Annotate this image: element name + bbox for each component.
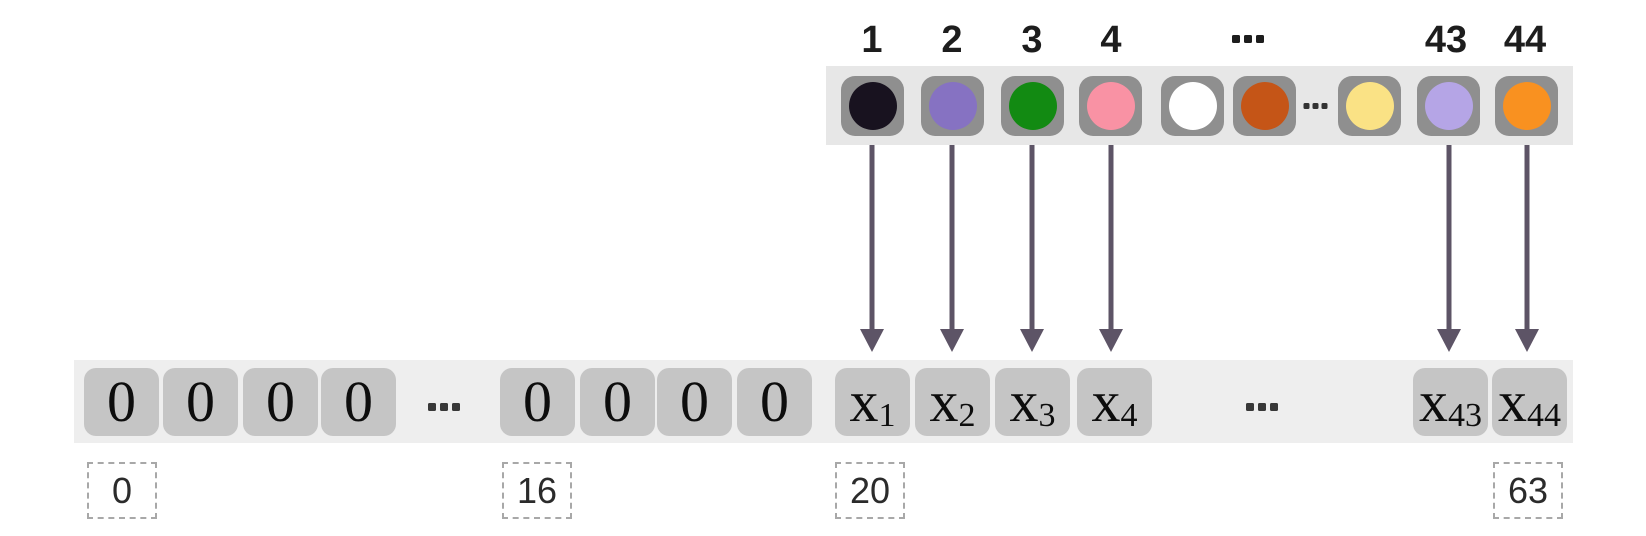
token-circle-yellow bbox=[1345, 82, 1394, 130]
token-circle-43 bbox=[1424, 82, 1473, 130]
index-marker-0: 0 bbox=[87, 462, 157, 519]
array-ellipsis-left bbox=[426, 403, 462, 411]
array-cell-zero-19: 0 bbox=[737, 368, 812, 436]
token-label-2: 2 bbox=[941, 19, 963, 61]
token-square-43 bbox=[1417, 76, 1480, 136]
token-circle-2 bbox=[928, 82, 977, 130]
token-label-43: 43 bbox=[1424, 19, 1468, 61]
index-marker-20: 20 bbox=[835, 462, 905, 519]
array-cell-zero-17: 0 bbox=[580, 368, 655, 436]
array-cell-zero-2: 0 bbox=[243, 368, 318, 436]
token-circle-3 bbox=[1008, 82, 1057, 130]
token-circle-4 bbox=[1086, 82, 1135, 130]
token-label-3: 3 bbox=[1021, 19, 1043, 61]
token-square-white bbox=[1161, 76, 1224, 136]
token-square-yellow bbox=[1338, 76, 1401, 136]
token-square-3 bbox=[1001, 76, 1064, 136]
token-labels-ellipsis bbox=[1230, 35, 1266, 43]
array-cell-zero-1: 0 bbox=[163, 368, 238, 436]
index-marker-63: 63 bbox=[1493, 462, 1563, 519]
array-ellipsis-right bbox=[1244, 403, 1280, 411]
token-square-1 bbox=[841, 76, 904, 136]
token-circle-1 bbox=[848, 82, 897, 130]
token-label-4: 4 bbox=[1100, 19, 1122, 61]
token-square-4 bbox=[1079, 76, 1142, 136]
array-cell-zero-0: 0 bbox=[84, 368, 159, 436]
token-square-44 bbox=[1495, 76, 1558, 136]
array-cell-zero-16: 0 bbox=[500, 368, 575, 436]
index-marker-16: 16 bbox=[502, 462, 572, 519]
token-square-2 bbox=[921, 76, 984, 136]
token-strip-ellipsis bbox=[1302, 103, 1329, 109]
token-circle-white bbox=[1168, 82, 1217, 130]
array-cell-zero-3: 0 bbox=[321, 368, 396, 436]
array-cell-zero-18: 0 bbox=[657, 368, 732, 436]
token-circle-44 bbox=[1502, 82, 1551, 130]
token-label-1: 1 bbox=[861, 19, 883, 61]
token-label-44: 44 bbox=[1503, 19, 1547, 61]
token-circle-rust bbox=[1240, 82, 1289, 130]
token-strip bbox=[826, 66, 1573, 145]
token-square-rust bbox=[1233, 76, 1296, 136]
